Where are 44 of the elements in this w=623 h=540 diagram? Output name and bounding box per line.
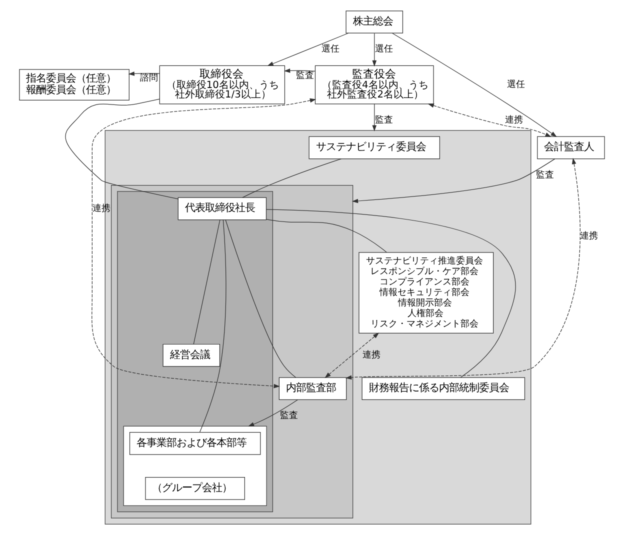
edge-label: 監査 [295,70,314,81]
node-box: 監査役会 （監査役4名以内、うち社外監査役2名以上） [314,65,434,104]
arrow [351,158,555,204]
node-box: 会計監査人 [536,136,604,160]
edge-label: 諮問 [140,72,158,84]
arrow [372,104,376,132]
connector [192,220,220,345]
edge-label: 監査 [535,169,554,180]
connector [265,218,386,253]
edge-label: 連携 [580,230,598,242]
arrow [344,158,580,380]
connector [266,209,516,378]
edge-label: 連携 [362,350,380,360]
edge-label: 連携 [504,114,522,126]
connector [64,98,178,200]
node-box: サステナビリティ推進委員会 レスポンシブル・ケア部会 コンプライアンス部会 情報セキュリティ部会 情報開示部会 人権部会 リスク・マネジメント部会 [358,252,494,334]
node-box: 代表取締役社長 [177,197,266,220]
connector [198,220,226,433]
arrow [391,32,556,137]
edge-label: 監査 [374,114,392,126]
edge-label: 選任 [320,44,339,55]
edge-label: 選任 [506,78,524,90]
cluster [122,426,266,506]
arrow [266,32,348,66]
node-box: 各事業部および各本部等 [128,432,260,455]
edge-label: 監査 [280,410,298,422]
connector [242,158,342,198]
node-box: 株主総会 [345,10,403,34]
connector [224,220,296,378]
arrow [91,98,316,388]
node-box: 指名委員会（任意）報酬委員会（任意） [18,69,129,101]
node-box: サステナビリティ委員会 [308,136,440,160]
edge-label: 選任 [374,44,392,55]
arrow [247,399,298,427]
node-box: 経営会議 [162,344,220,367]
node-box: 取締役会 （取締役10名以内、うち社外取締役1/3以上） [158,65,285,104]
arrow [372,33,376,67]
arrow [283,68,315,73]
node-box: 内部監査部 [278,377,346,400]
arrow [324,332,379,378]
cluster [116,191,273,512]
node-box: （グループ会社） [144,477,244,500]
node-box: 財務報告に係る内部統制委員会 [361,377,525,400]
arrow [427,104,551,137]
